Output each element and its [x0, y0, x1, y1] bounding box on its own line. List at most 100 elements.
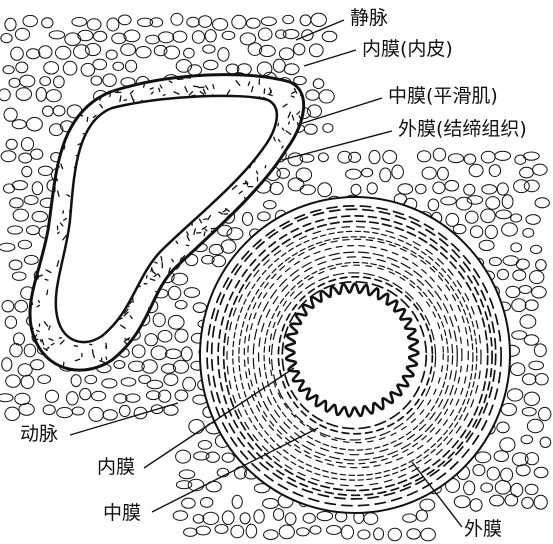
tissue-cell	[511, 363, 525, 376]
vein-wall-fiber	[200, 275, 202, 281]
vein-wall-fiber	[306, 140, 312, 141]
tissue-cell	[279, 525, 294, 539]
tissue-cell	[318, 183, 332, 197]
tissue-cell	[222, 453, 234, 462]
tissue-cell	[433, 182, 445, 194]
vein-wall-fiber	[204, 232, 205, 236]
vein-wall-fiber	[40, 362, 42, 364]
tissue-cell	[147, 380, 163, 389]
tissue-cell	[126, 60, 137, 72]
tissue-cell	[175, 390, 188, 401]
tissue-cell	[189, 420, 204, 434]
tissue-cell	[470, 499, 482, 511]
tissue-cell	[21, 138, 33, 151]
vein-wall-fiber	[251, 219, 253, 221]
vein-wall-fiber	[140, 330, 143, 333]
vein-wall-fiber	[255, 213, 256, 215]
tissue-cell	[40, 77, 51, 86]
tissue-cell	[72, 17, 87, 26]
vein-wall-fiber	[157, 316, 159, 319]
tissue-cell	[497, 183, 508, 195]
tissue-cell	[164, 374, 178, 386]
tissue-cell	[184, 48, 195, 58]
tissue-cell	[485, 225, 497, 238]
vein-wall-fiber	[46, 178, 51, 180]
leader-vein-adventitia	[282, 131, 392, 160]
vein-wall-fiber	[265, 206, 267, 208]
tissue-cell	[437, 167, 448, 180]
tissue-cell	[184, 528, 197, 536]
tissue-cell	[222, 511, 234, 525]
tissue-cell	[417, 151, 430, 162]
tissue-cell	[16, 62, 28, 73]
tissue-cell	[525, 300, 538, 311]
tissue-cell	[511, 243, 522, 252]
tissue-cell	[121, 378, 136, 386]
tissue-cell	[168, 315, 184, 329]
vein-wall-fiber	[124, 100, 126, 101]
tissue-cell	[39, 46, 52, 58]
tissue-cell	[523, 374, 536, 385]
tissue-cell	[32, 182, 42, 195]
vein-wall-fiber	[193, 86, 198, 87]
vein-wall-fiber	[59, 338, 61, 339]
vein-wall-fiber	[196, 306, 200, 308]
tissue-cell	[54, 76, 65, 88]
vein-wall-fiber	[83, 83, 84, 86]
tissue-cell	[85, 43, 100, 55]
vein-wall-fiber	[160, 349, 165, 352]
tissue-cell	[300, 15, 311, 26]
tissue-cell	[27, 118, 43, 131]
tissue-cell	[464, 481, 475, 495]
tissue-cell	[502, 223, 518, 236]
tissue-cell	[27, 49, 40, 59]
leader-vein-media	[300, 98, 382, 124]
tissue-cell	[403, 514, 417, 522]
tissue-cell	[487, 467, 499, 480]
tissue-cell	[283, 15, 294, 23]
tissue-cell	[184, 288, 199, 298]
vein-wall-fiber	[31, 278, 32, 281]
tissue-cell	[10, 198, 24, 208]
tissue-cell	[486, 197, 500, 210]
tissue-cell	[428, 199, 439, 211]
tissue-cell	[38, 375, 51, 384]
tissue-cell	[176, 60, 191, 73]
vein-wall-fiber	[146, 332, 147, 334]
tissue-cell	[367, 183, 377, 194]
vein-wall-fiber	[130, 358, 132, 360]
tissue-cell	[196, 526, 210, 535]
tissue-cell	[203, 60, 218, 69]
vein-wall-fiber	[110, 92, 111, 97]
vein-wall-fiber	[118, 71, 120, 75]
tissue-cell	[193, 515, 204, 524]
tissue-cell	[392, 165, 404, 179]
vein-wall-fiber	[178, 366, 179, 368]
vein-wall-fiber	[45, 279, 48, 280]
vein-wall-fiber	[292, 173, 293, 178]
tissue-cell	[470, 226, 482, 238]
vein-wall-fiber	[237, 216, 241, 220]
tissue-cell	[21, 375, 34, 388]
tissue-cell	[536, 260, 547, 271]
tissue-cell	[473, 465, 485, 476]
tissue-cell	[120, 405, 131, 416]
tissue-cell	[496, 210, 511, 219]
vein-wall-fiber	[170, 299, 172, 304]
tissue-cell	[31, 360, 44, 370]
tissue-cell	[15, 393, 30, 404]
tissue-cell	[203, 45, 215, 53]
vein-wall-fiber	[307, 130, 309, 133]
vein-wall-fiber	[47, 290, 48, 294]
tissue-cell	[520, 167, 534, 178]
vein-wall-fiber	[218, 239, 220, 242]
tissue-cell	[351, 184, 361, 195]
tissue-cell	[479, 240, 494, 250]
tissue-cell	[179, 470, 195, 479]
tissue-cell	[294, 44, 305, 55]
tissue-cell	[421, 528, 436, 541]
tissue-cell	[150, 18, 163, 27]
tissue-cell	[300, 185, 315, 195]
tissue-cell	[497, 269, 508, 279]
tissue-cell	[24, 255, 38, 264]
